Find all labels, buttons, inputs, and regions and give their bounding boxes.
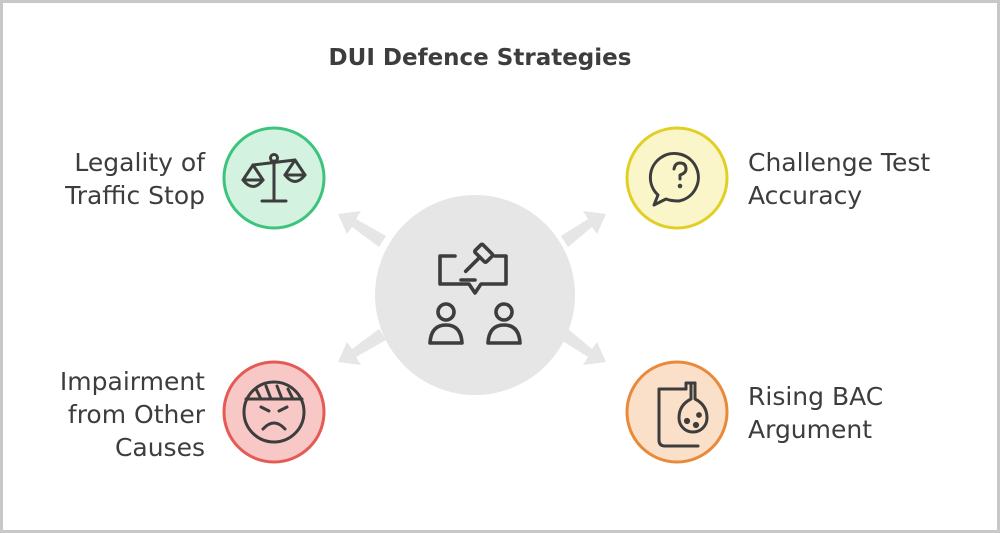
label-challenge: Challenge Test Accuracy [748, 146, 930, 212]
node-impairment [222, 360, 326, 464]
lab-flask-icon [657, 381, 709, 448]
label-legality: Legality of Traffic Stop [65, 146, 205, 212]
arrow-to-legality [338, 211, 386, 247]
arrow-to-rising [561, 329, 606, 365]
arrow-to-impairment [338, 329, 386, 365]
label-line: Challenge Test [748, 148, 931, 177]
node-challenge [625, 126, 729, 230]
question-bubble-icon [648, 151, 700, 207]
label-line: Traffic Stop [65, 181, 205, 210]
node-legality [222, 126, 326, 230]
radial-diagram [222, 126, 729, 464]
label-impairment: Impairment from Other Causes [60, 365, 205, 464]
label-line: Accuracy [748, 181, 863, 210]
scales-icon [241, 153, 307, 203]
gavel-discussion-icon [428, 242, 522, 345]
label-line: Argument [748, 415, 873, 444]
center-hub [375, 195, 575, 395]
label-line: Rising BAC [748, 382, 884, 411]
diagram-title: DUI Defence Strategies [328, 45, 632, 71]
headache-face-icon [242, 380, 306, 444]
label-line: from Other [67, 400, 205, 429]
arrow-to-challenge [561, 211, 606, 247]
label-line: Causes [114, 433, 205, 462]
label-line: Impairment [59, 367, 205, 396]
node-rising [625, 360, 729, 464]
label-line: Legality of [74, 148, 205, 177]
label-rising: Rising BAC Argument [748, 380, 883, 446]
